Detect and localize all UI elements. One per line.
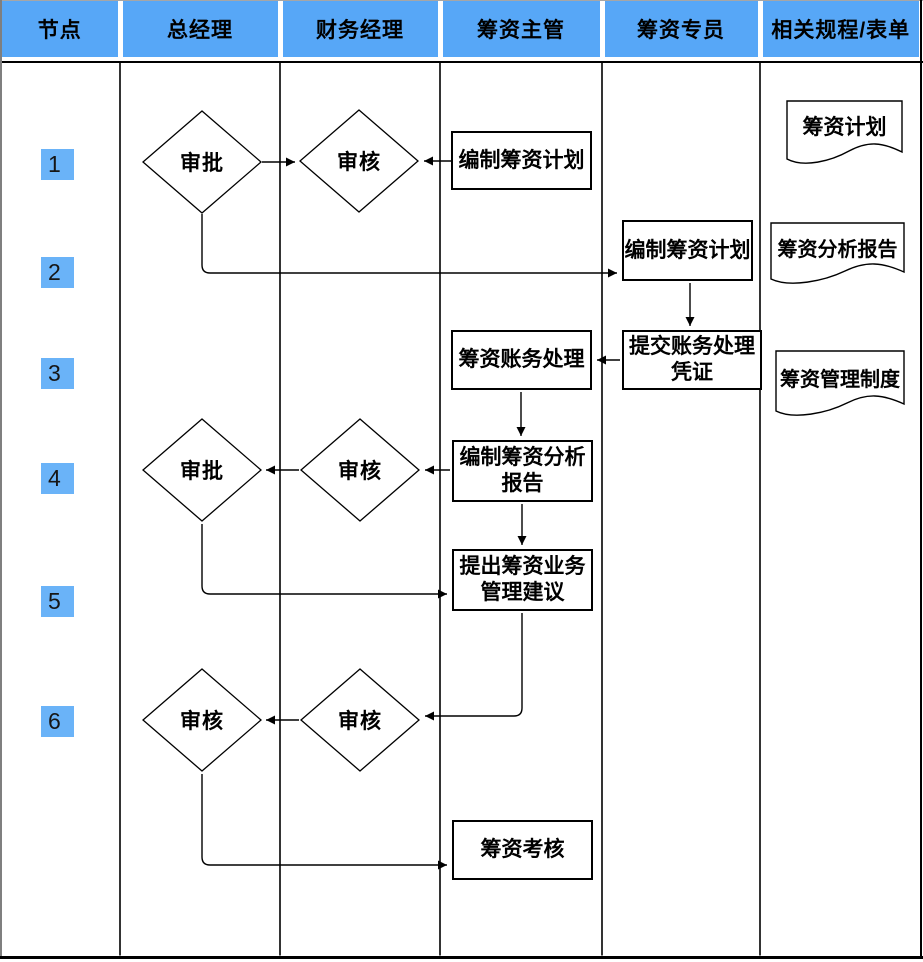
document-shape [786,100,903,164]
diamond-shape [142,110,262,214]
header-cell-node: 节点 [2,1,118,57]
header-cell-finance-manager: 财务经理 [282,1,438,57]
decision-label: 审核 [338,710,382,733]
header-divider [0,61,923,63]
decision-approve-r4: 审批 [142,418,262,522]
flow-arrow-suggestion-to-review-r6 [425,613,523,721]
decision-label: 审核 [337,151,381,174]
document-analysis-report: 筹资分析报告 [770,222,905,292]
decision-label: 审核 [338,460,382,483]
flow-arrow-approve-r4-to-suggestion [201,524,447,599]
diamond-shape [142,418,262,522]
header-cell-general-manager: 总经理 [122,1,278,57]
table-border-bottom [0,955,923,959]
header-cell-financing-supervisor: 筹资主管 [442,1,600,57]
document-shape [770,222,905,284]
document-management-rules: 筹资管理制度 [775,350,905,424]
document-label: 筹资计划 [802,116,887,139]
table-border-right [919,0,922,959]
node-chip-2: 2 [41,257,74,288]
decision-review-fm-r6: 审核 [300,668,420,772]
document-financing-plan: 筹资计划 [786,100,903,172]
decision-label: 审批 [180,460,224,483]
process-management-suggestion: 提出筹资业务 管理建议 [452,549,593,611]
table-border-top [0,0,923,1]
process-financing-assessment: 筹资考核 [452,820,593,880]
diamond-shape [300,668,420,772]
process-make-financing-plan-r1: 编制筹资计划 [451,131,592,190]
process-submit-voucher: 提交账务处理 凭证 [622,330,762,390]
decision-label: 审核 [180,710,224,733]
process-financing-accounting: 筹资账务处理 [451,330,592,390]
flow-arrow-review-r6-to-assessment [201,774,447,870]
table-border-left [0,0,2,959]
node-chip-1: 1 [41,149,74,180]
decision-review-r1: 审核 [299,109,419,213]
node-chip-3: 3 [41,358,74,389]
header-cell-financing-specialist: 筹资专员 [604,1,758,57]
flow-arrow-approve-r1-to-plan-r2 [201,214,617,278]
decision-label: 审批 [180,152,224,175]
header-cell-related-forms: 相关规程/表单 [762,1,919,57]
document-label: 筹资管理制度 [780,368,900,391]
process-make-financing-plan-r2: 编制筹资计划 [622,220,753,281]
diamond-shape [300,418,420,522]
diamond-shape [142,668,262,772]
diamond-shape [299,109,419,213]
document-label: 筹资分析报告 [777,238,898,261]
document-shape [775,350,905,416]
decision-approve-r1: 审批 [142,110,262,214]
decision-review-r4: 审核 [300,418,420,522]
node-chip-4: 4 [41,463,74,494]
node-chip-5: 5 [41,586,74,617]
node-chip-6: 6 [41,706,74,737]
process-analysis-report: 编制筹资分析 报告 [452,440,593,502]
decision-review-gm-r6: 审核 [142,668,262,772]
